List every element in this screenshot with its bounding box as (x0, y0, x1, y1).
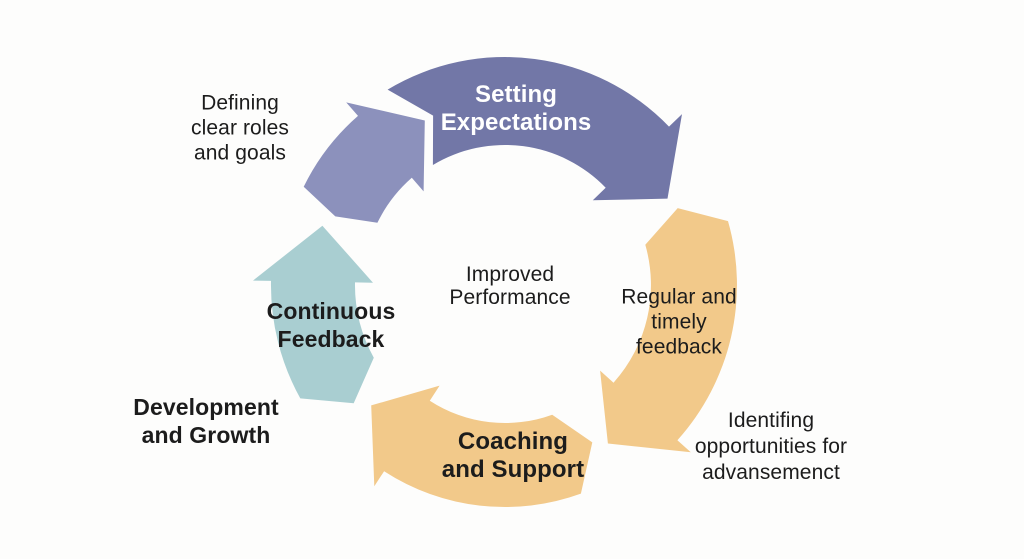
label-continuous-feedback: Continuous Feedback (266, 298, 396, 352)
label-improved-performance: Improved Performance (449, 263, 571, 309)
label-identifying-opportunities: Identifing opportunities for advansemenc… (694, 409, 848, 484)
label-coaching-and-support: Coaching and Support (441, 428, 585, 483)
label-setting-expectations: Setting Expectations (440, 81, 592, 136)
arrow-coaching-support (371, 385, 593, 507)
arrow-defining-roles (303, 102, 425, 223)
label-regular-timely-feedback: Regular and timely feedback (621, 285, 737, 359)
arrow-continuous-feedback (253, 225, 374, 404)
arrow-setting-expectations (387, 57, 682, 201)
label-development-and-growth: Development and Growth (133, 394, 279, 448)
arrow-regular-feedback (600, 208, 737, 453)
label-defining-clear-roles: Defining clear roles and goals (191, 91, 289, 165)
